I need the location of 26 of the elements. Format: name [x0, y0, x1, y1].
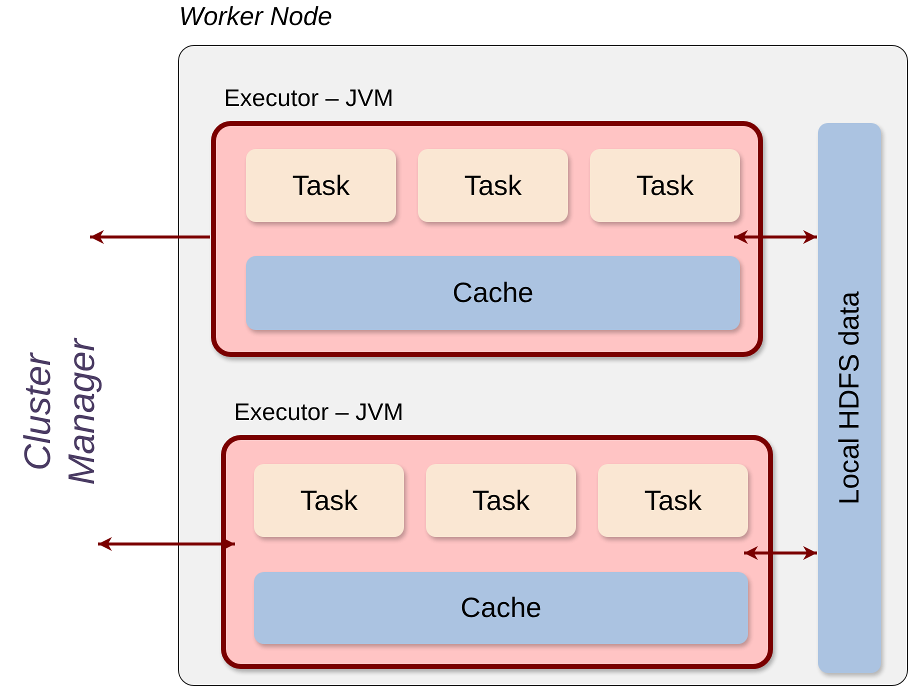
- box-label: Task: [292, 170, 350, 202]
- box-label: Cache: [460, 592, 542, 624]
- box-label: Task: [636, 170, 694, 202]
- task-box: [598, 464, 748, 537]
- heading: Executor – JVM: [224, 85, 394, 113]
- arrow: [98, 537, 235, 551]
- box-label: Task: [300, 484, 358, 516]
- task-box: [254, 464, 404, 537]
- cache-box: [254, 572, 748, 644]
- side-label: Cluster Manager: [16, 336, 103, 488]
- box-label: Task: [464, 170, 522, 202]
- heading: Executor – JVM: [234, 399, 404, 427]
- task-box: [590, 149, 740, 222]
- arrow: [734, 230, 817, 244]
- task-box: [246, 149, 396, 222]
- arrow: [90, 230, 210, 244]
- box-label: Local HDFS data: [834, 291, 866, 505]
- heading: Worker Node: [179, 1, 332, 32]
- arrow: [744, 546, 817, 560]
- box-label: Task: [644, 484, 702, 516]
- box-label: Cache: [452, 277, 534, 309]
- storage-bar: [818, 123, 881, 673]
- task-box: [426, 464, 576, 537]
- cache-box: [246, 256, 740, 330]
- task-box: [418, 149, 568, 222]
- box-label: Task: [472, 484, 530, 516]
